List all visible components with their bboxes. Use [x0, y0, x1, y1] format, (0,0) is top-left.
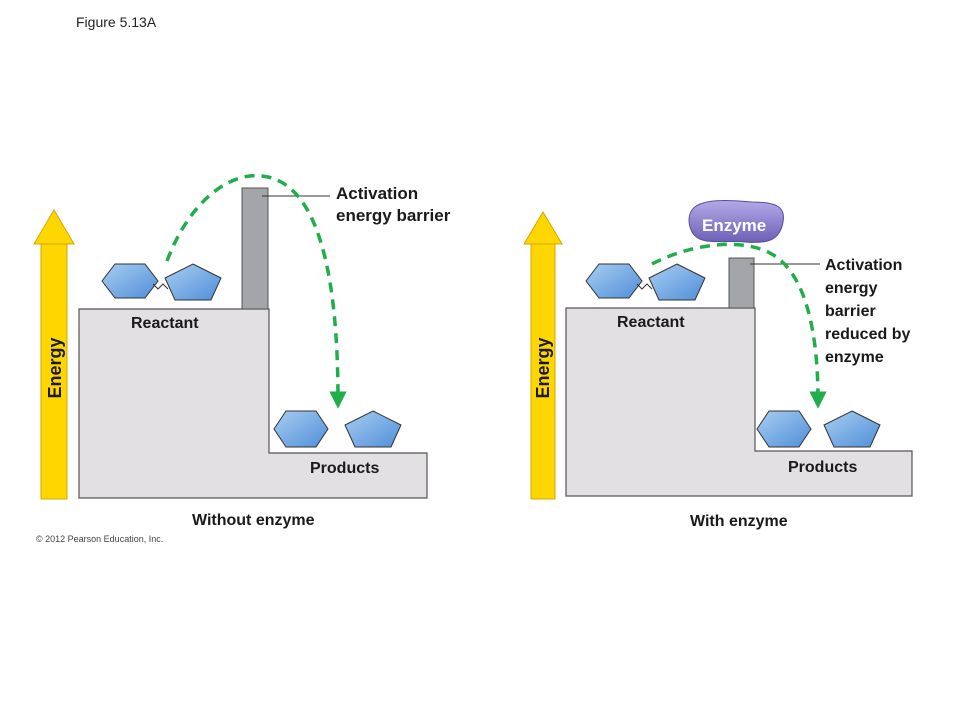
- barrier-label-line5: enzyme: [825, 349, 884, 366]
- energy-axis-label: Energy: [533, 337, 553, 398]
- energy-axis-label: Energy: [45, 337, 65, 398]
- energy-step-shape: [78, 308, 428, 499]
- energy-axis-arrow: [33, 209, 75, 500]
- reaction-path-arrow: [165, 173, 347, 409]
- barrier-label-line3: barrier: [825, 303, 876, 320]
- reactant-label: Reactant: [131, 315, 199, 332]
- reactant-label: Reactant: [617, 314, 685, 331]
- barrier-label-line4: reduced by: [825, 326, 910, 343]
- panel-caption: Without enzyme: [192, 512, 315, 529]
- panel-without-enzyme: Energy Activation energy barrier Reactan…: [33, 173, 451, 529]
- reactant-molecule: [585, 263, 706, 301]
- panel-caption: With enzyme: [690, 513, 788, 530]
- panel-with-enzyme: Energy Activation energy barrier reduced…: [523, 200, 913, 530]
- copyright-notice: © 2012 Pearson Education, Inc.: [36, 534, 164, 544]
- products-label: Products: [788, 459, 857, 476]
- products-label: Products: [310, 460, 379, 477]
- barrier-label-line2: energy barrier: [336, 206, 451, 225]
- activation-energy-barrier: [241, 187, 269, 310]
- figure-label: Figure 5.13A: [76, 14, 157, 30]
- reduced-activation-barrier: [728, 257, 755, 309]
- reactant-molecule: [101, 263, 222, 301]
- reaction-path-arrow: [651, 242, 827, 409]
- energy-axis-arrow: [523, 211, 563, 500]
- barrier-label-line1: Activation: [825, 257, 902, 274]
- product-molecules: [756, 410, 881, 448]
- barrier-label-line2: energy: [825, 280, 878, 297]
- energy-step-shape: [565, 307, 913, 497]
- barrier-label-line1: Activation: [336, 184, 418, 203]
- enzyme-label: Enzyme: [702, 216, 766, 235]
- product-molecules: [273, 410, 402, 448]
- enzyme-blob: [688, 200, 784, 243]
